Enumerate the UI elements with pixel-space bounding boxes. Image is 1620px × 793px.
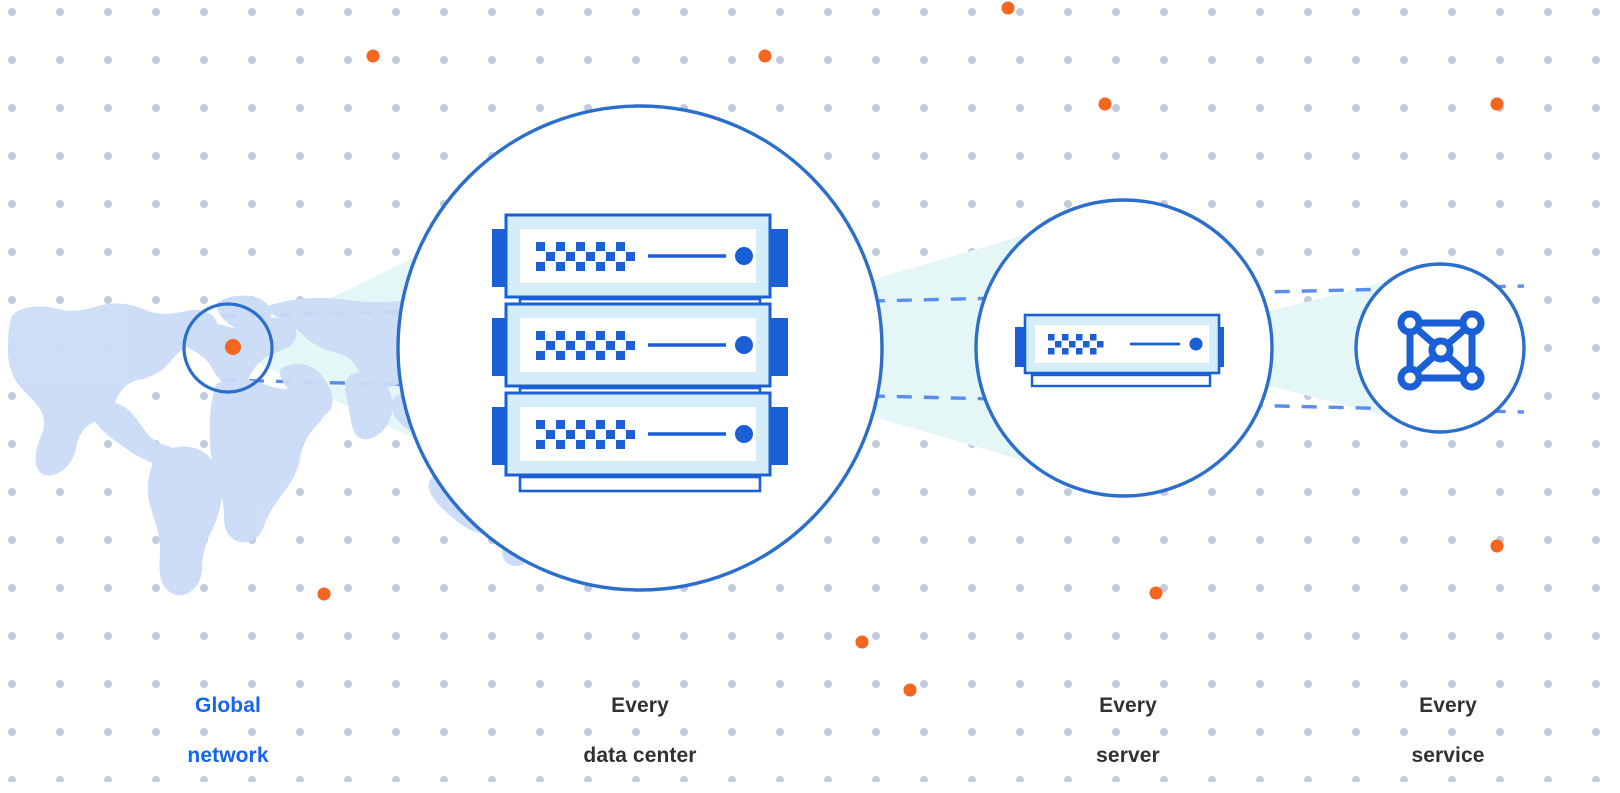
single-server-unit: [1015, 313, 1224, 388]
map-highlight-circle: [182, 302, 274, 394]
label-every-server-line2: server: [1096, 744, 1160, 767]
label-every-service: Every service: [1368, 668, 1528, 793]
accent-dot: [1001, 1, 1015, 15]
server-circle-group: [974, 198, 1274, 498]
label-global-network-line2: network: [187, 744, 269, 767]
service-circle-group: [1354, 262, 1526, 434]
datacenter-circle-group: [396, 104, 884, 592]
mesh-node-top-right: [1459, 310, 1485, 336]
mesh-node-center: [1428, 337, 1454, 363]
server-led-matrix: [536, 331, 635, 360]
rack-connector: [1030, 373, 1212, 388]
rack-connector: [518, 475, 762, 493]
map-highlight: [182, 302, 274, 394]
server-led-matrix: [1048, 334, 1104, 355]
mesh-node-bottom-right: [1459, 365, 1485, 391]
label-every-service-line2: service: [1411, 744, 1485, 767]
server-unit-3: [492, 391, 788, 493]
label-global-network-line1: Global: [195, 694, 261, 717]
accent-dots-group: [317, 1, 1504, 697]
label-every-data-center-line2: data center: [583, 744, 697, 767]
label-global-network: Global network: [148, 668, 308, 793]
accent-dot: [758, 49, 772, 63]
accent-dot: [903, 683, 917, 697]
mesh-node-top-left: [1397, 310, 1423, 336]
server-led-matrix: [536, 242, 635, 271]
server-unit-1: [492, 213, 788, 315]
accent-dot: [366, 49, 380, 63]
label-every-service-line1: Every: [1419, 694, 1477, 717]
label-every-data-center-line1: Every: [611, 694, 669, 717]
server-status-led: [735, 425, 753, 443]
label-every-server-line1: Every: [1099, 694, 1157, 717]
server-status-led: [735, 247, 753, 265]
label-every-server: Every server: [1048, 668, 1208, 793]
mesh-node-bottom-left: [1397, 365, 1423, 391]
accent-dot: [1098, 97, 1112, 111]
server-led-matrix: [536, 420, 635, 449]
map-location-dot: [225, 339, 241, 355]
accent-dot: [1490, 97, 1504, 111]
server-unit-2: [492, 302, 788, 404]
network-mesh-nodes: [1397, 310, 1485, 391]
accent-dot: [317, 587, 331, 601]
label-every-data-center: Every data center: [540, 668, 740, 793]
accent-dot: [855, 635, 869, 649]
server-status-led: [1189, 337, 1203, 351]
accent-dot: [1149, 586, 1163, 600]
accent-dot: [1490, 539, 1504, 553]
server-status-led: [735, 336, 753, 354]
